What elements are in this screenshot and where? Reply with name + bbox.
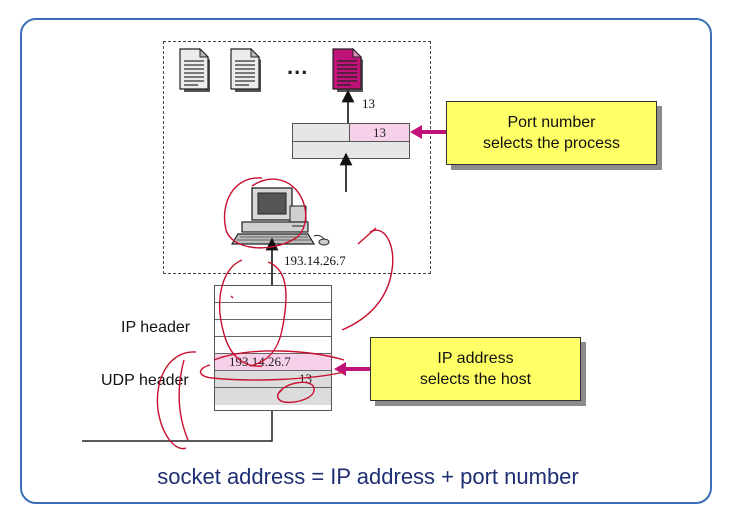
document-icon [179, 48, 210, 92]
more-processes-ellipsis: ... [287, 54, 309, 79]
port-callout-line2: selects the process [483, 135, 620, 152]
transport-port-cell: 13 [349, 124, 409, 141]
handwritten-annotations [156, 177, 394, 450]
ip-callout-line2: selects the host [419, 371, 532, 388]
document-icon [230, 48, 261, 92]
ip-callout-arrow [334, 362, 370, 376]
port-callout-arrow [410, 125, 446, 139]
slide-frame [20, 18, 712, 504]
ip-callout-line1: IP address [437, 350, 514, 367]
packet-ip-row: 193.14.26.7 [215, 354, 331, 371]
packet-ip-cell: 193.14.26.7 [229, 354, 291, 369]
transport-table-row: 13 [293, 124, 409, 142]
selected-document-icon [332, 48, 363, 92]
packet-table: 193.14.26.7 13 [214, 285, 332, 411]
packet-row [215, 303, 331, 320]
packet-row [215, 320, 331, 337]
ip-header-label: IP header [121, 319, 191, 336]
udp-header-label: UDP header [101, 372, 189, 389]
host-ip-label: 193.14.26.7 [284, 253, 346, 268]
incoming-link-line [82, 411, 273, 442]
packet-row [215, 286, 331, 303]
computer-icon [230, 187, 330, 246]
process-port-label: 13 [362, 96, 375, 111]
packet-row [215, 337, 331, 354]
footer-formula: socket address = IP address + port numbe… [157, 464, 579, 489]
port-callout-line1: Port number [507, 114, 596, 131]
ip-callout: IP address selects the host [370, 337, 581, 401]
host-boundary [163, 41, 431, 274]
port-callout: Port number selects the process [446, 101, 657, 165]
